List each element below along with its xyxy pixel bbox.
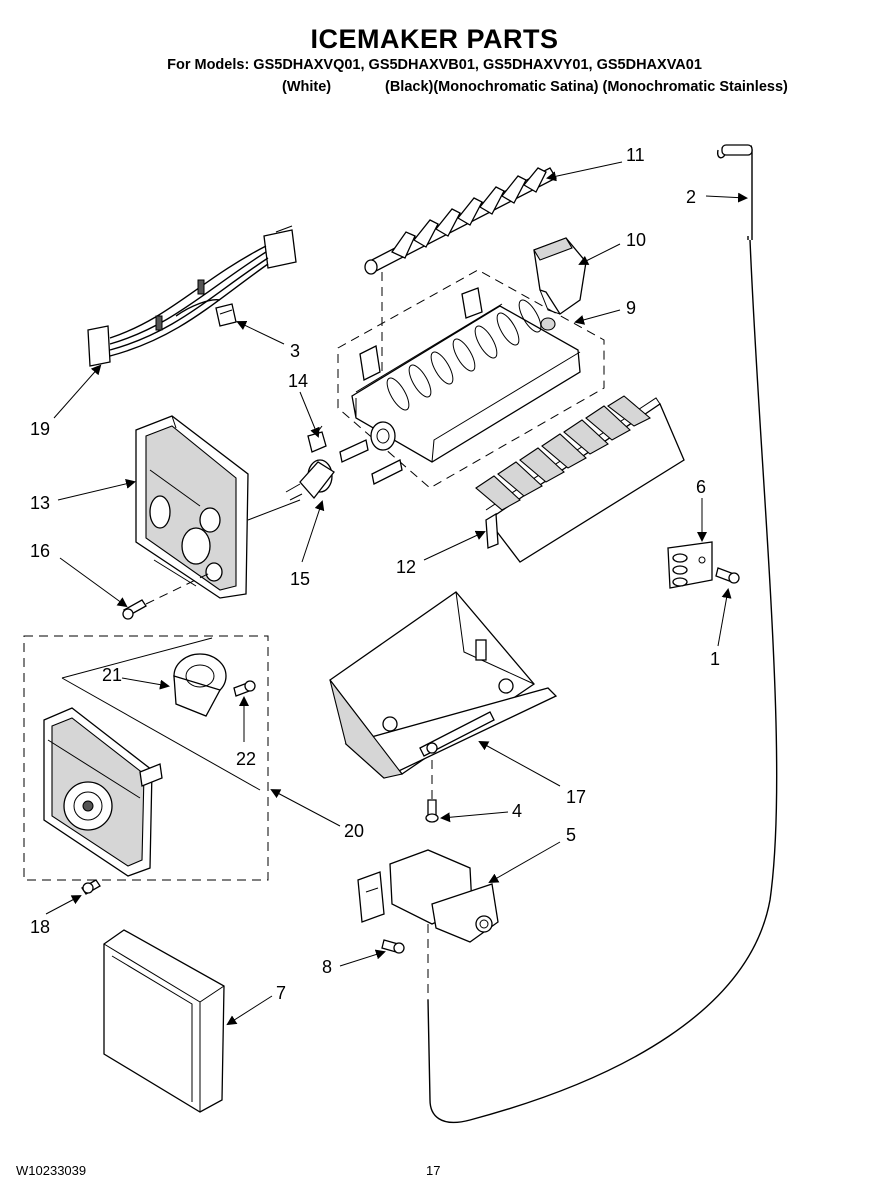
document-number: W10233039 — [16, 1163, 87, 1178]
part-1-screw — [715, 567, 740, 584]
part-2-fill-tube — [427, 144, 778, 1124]
finish-white-label: (White) — [282, 79, 332, 95]
part-20-module-assembly — [23, 635, 269, 881]
callout-18: 18 — [30, 917, 51, 937]
callout-15: 15 — [290, 569, 311, 589]
callout-6: 6 — [696, 477, 707, 497]
callout-10: 10 — [626, 230, 647, 250]
callout-9: 9 — [626, 298, 637, 318]
part-16-screw — [122, 571, 213, 620]
part-18-screw — [81, 879, 101, 895]
callout-2: 2 — [686, 187, 697, 207]
callout-17: 17 — [566, 787, 587, 807]
part-7-insulation — [103, 929, 225, 1113]
part-19-wire-harness — [87, 225, 297, 367]
part-5-switch-bracket — [357, 849, 499, 1000]
part-9-ice-mold — [337, 269, 605, 489]
callout-1: 1 — [710, 649, 721, 669]
page-title: ICEMAKER PARTS — [310, 24, 559, 54]
callout-3: 3 — [290, 341, 301, 361]
callout-16: 16 — [30, 541, 51, 561]
callout-19: 19 — [30, 419, 51, 439]
callout-4: 4 — [512, 801, 523, 821]
part-11-ejector — [364, 167, 557, 430]
part-10-fill-cup — [533, 237, 587, 315]
part-13-control-housing — [135, 415, 301, 599]
callout-8: 8 — [322, 957, 333, 977]
leader-lines — [45, 161, 748, 1026]
part-12-ice-stripper — [475, 395, 685, 563]
part-6-bracket — [667, 541, 713, 589]
part-3-clip — [215, 303, 237, 327]
part-4-screw — [425, 799, 439, 823]
page-number: 17 — [426, 1163, 441, 1178]
part-17-base-tray — [329, 591, 558, 800]
part-8-screw — [381, 939, 405, 954]
callout-11: 11 — [626, 145, 645, 165]
callout-12: 12 — [396, 557, 417, 577]
models-line: For Models: GS5DHAXVQ01, GS5DHAXVB01, GS… — [167, 57, 702, 73]
part-15-thermostat — [285, 459, 335, 501]
part-22-screw — [233, 680, 256, 697]
callout-14: 14 — [288, 371, 309, 391]
callout-20: 20 — [344, 821, 365, 841]
callout-7: 7 — [276, 983, 287, 1003]
part-14-clip — [307, 425, 327, 453]
callout-13: 13 — [30, 493, 51, 513]
part-21-motor — [173, 653, 227, 717]
callout-21: 21 — [102, 665, 123, 685]
finish-others-label: (Black)(Monochromatic Satina) (Monochrom… — [385, 79, 788, 95]
callout-5: 5 — [566, 825, 577, 845]
callout-22: 22 — [236, 749, 257, 769]
